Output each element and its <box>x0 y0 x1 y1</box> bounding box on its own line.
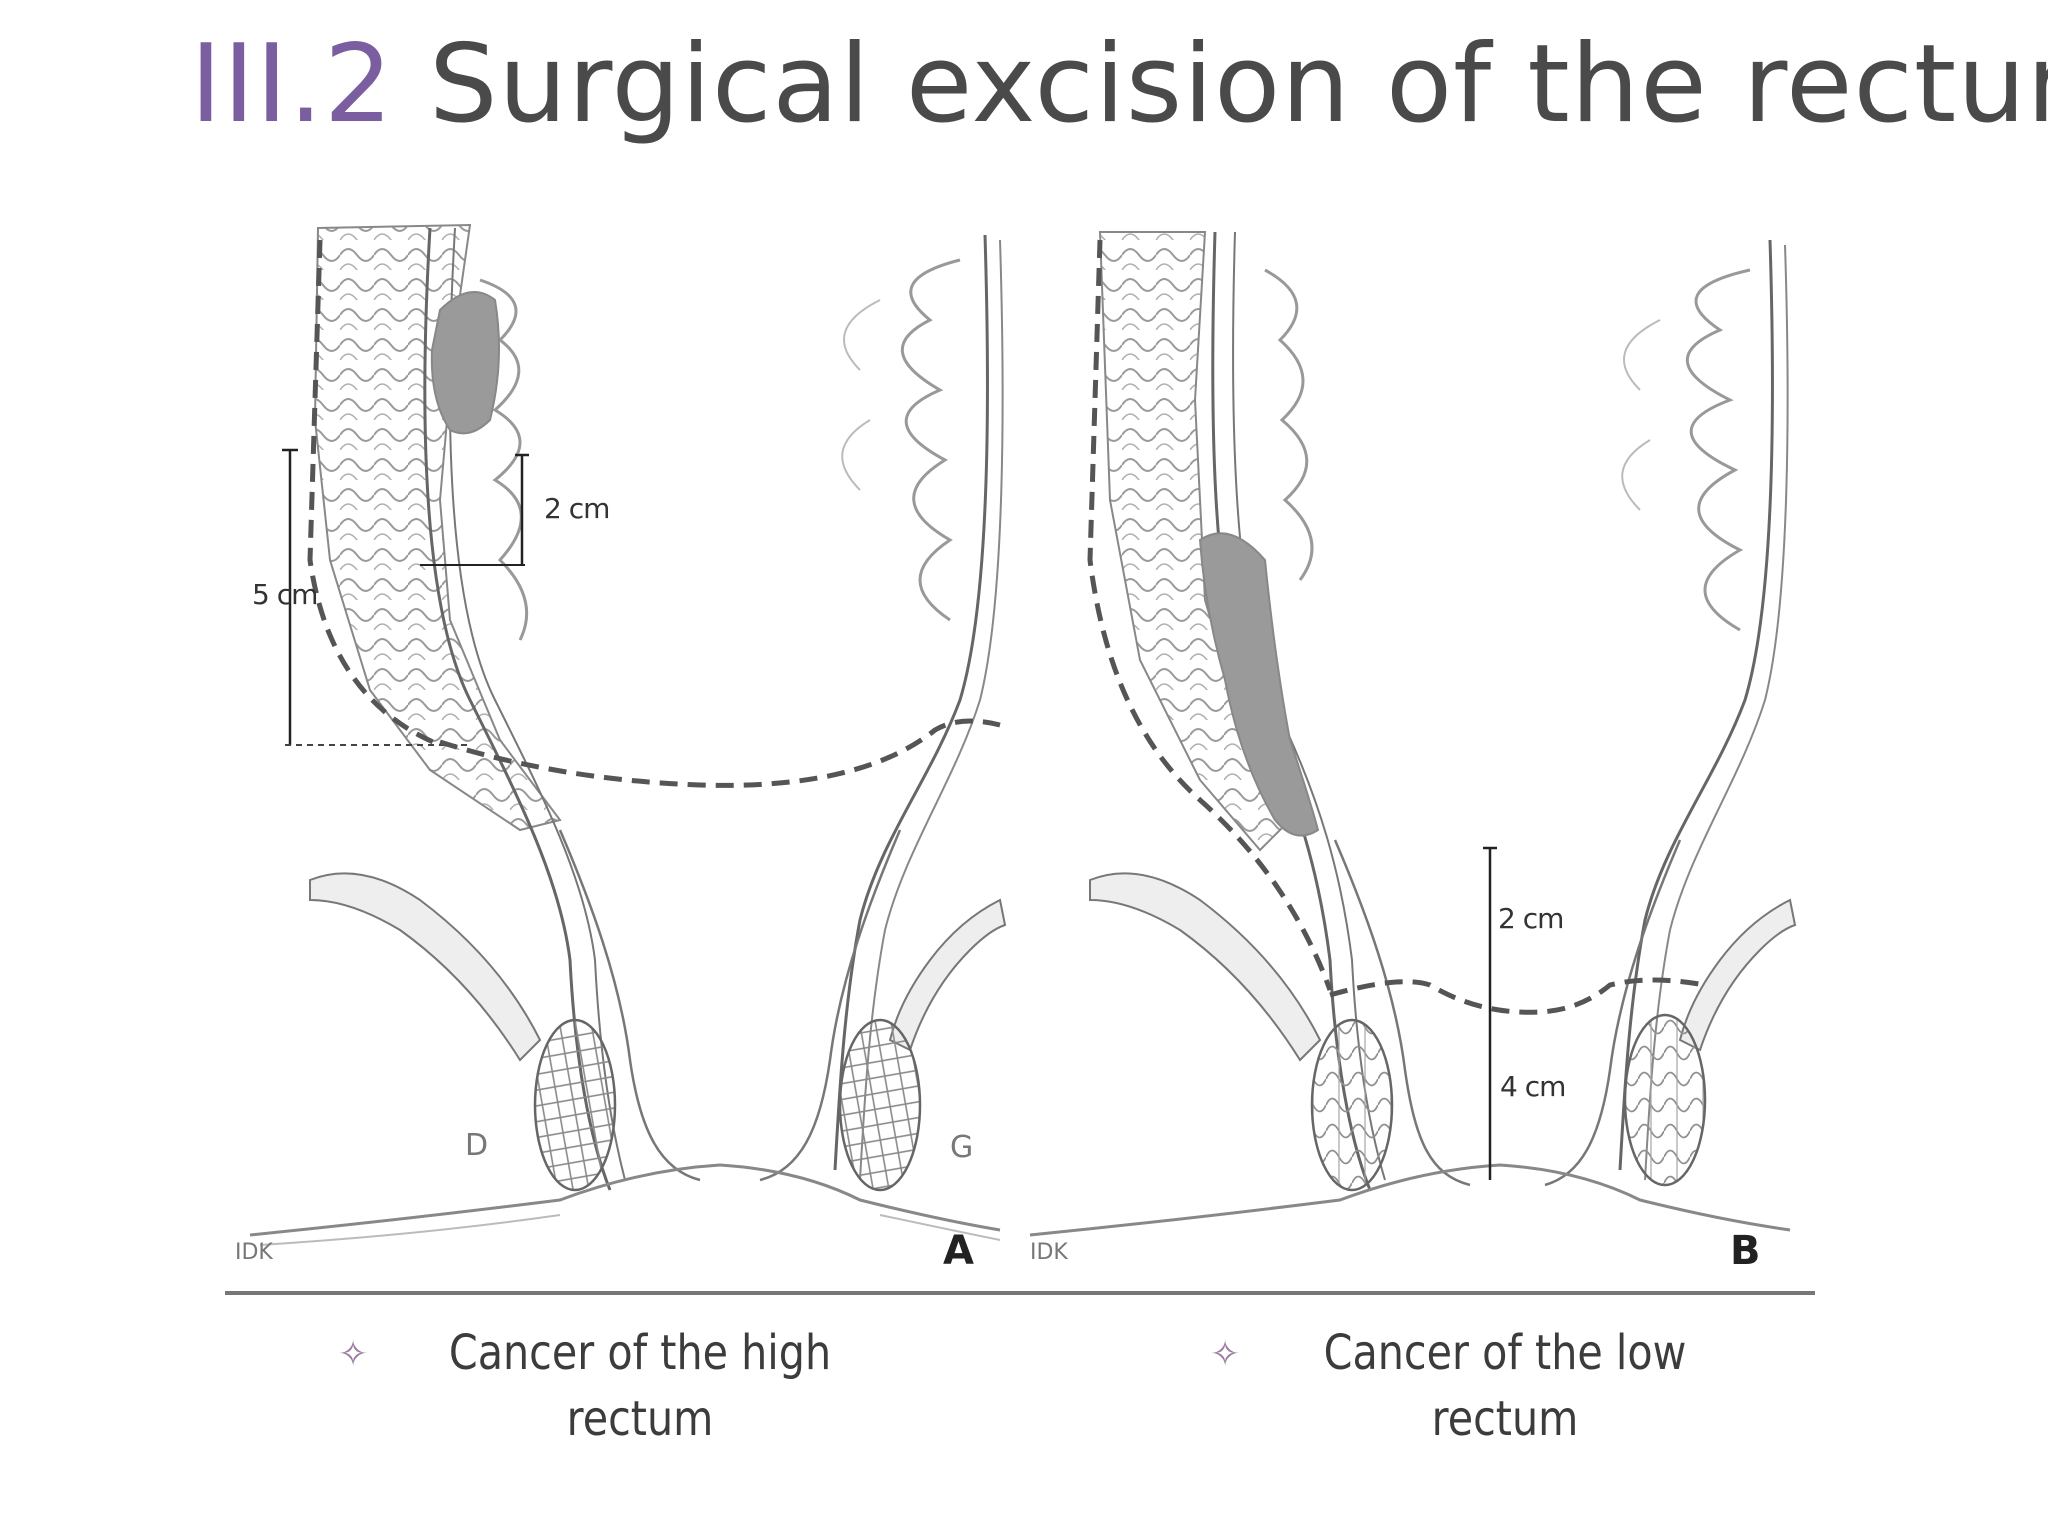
panel-a-credit: IDK <box>235 1240 273 1265</box>
panel-b-illustration <box>1029 231 1797 1237</box>
panel-a-side-label-g: G <box>950 1130 974 1165</box>
diamond-star-icon: ✧ <box>1210 1334 1241 1375</box>
panel-b-4cm-label: 4 cm <box>1500 1070 1566 1103</box>
panel-a-5cm-label: 5 cm <box>252 578 318 611</box>
panel-a-illustration <box>249 223 1007 1246</box>
panel-a-2cm-label: 2 cm <box>544 492 610 525</box>
panel-b-letter: B <box>1730 1228 1761 1274</box>
slide-title: III.2 Surgical excision of the rectum <box>190 22 2048 147</box>
title-number: III.2 <box>190 22 394 147</box>
panel-b-2cm-label: 2 cm <box>1498 902 1564 935</box>
panel-a-letter: A <box>943 1228 974 1274</box>
diamond-star-icon: ✧ <box>338 1334 369 1375</box>
panel-a-side-label-d: D <box>465 1128 489 1163</box>
caption-low-rectum: Cancer of the low rectum <box>1323 1325 1687 1447</box>
caption-high-rectum: Cancer of the high rectum <box>448 1325 832 1447</box>
title-text: Surgical excision of the rectum <box>428 22 2048 147</box>
divider-line <box>225 1291 1815 1295</box>
panel-b-credit: IDK <box>1030 1240 1068 1265</box>
